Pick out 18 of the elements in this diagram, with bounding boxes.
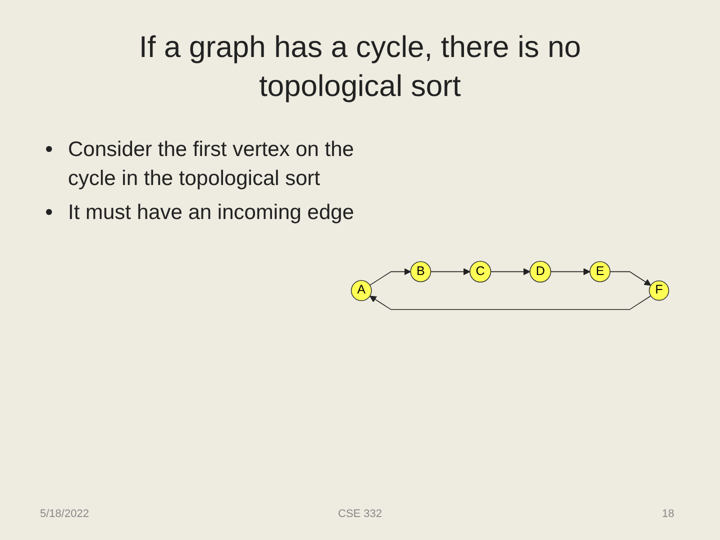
node-circle: F <box>648 280 670 300</box>
arrow <box>369 268 411 286</box>
arrow <box>370 295 652 310</box>
arrow <box>490 268 530 275</box>
footer-date: 5/18/2022 <box>40 508 89 520</box>
node-circle: E <box>590 260 610 282</box>
bullet-text: It must have an incoming edge <box>68 200 354 224</box>
node-circle: C <box>470 260 492 282</box>
footer-course: CSE 332 <box>338 508 382 520</box>
arrow <box>550 268 590 275</box>
node-circle: D <box>530 260 552 282</box>
node-circle: B <box>410 260 432 282</box>
arrow <box>610 270 652 286</box>
slide-title: If a graph has a cycle, there is no topological sort <box>138 30 582 105</box>
slide-number: 18 <box>662 508 674 520</box>
node-circle: A <box>350 280 372 301</box>
arrow <box>430 268 470 275</box>
bullet-text: Consider the first vertex on the cycle in the topological sort <box>68 138 354 190</box>
